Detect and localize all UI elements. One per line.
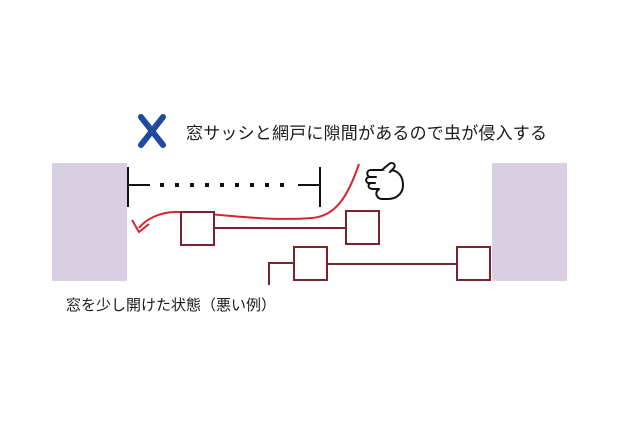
sash-left-frame	[180, 211, 215, 246]
cross-mark-icon	[138, 114, 166, 148]
window-sash	[180, 210, 380, 246]
sash-right-frame	[345, 210, 380, 245]
screen-door	[268, 246, 491, 285]
caption-text: 窓を少し開けた状態（悪い例）	[66, 296, 277, 314]
left-wall	[52, 163, 127, 281]
pointing-hand-icon	[365, 161, 404, 200]
screen-left-frame	[293, 246, 328, 281]
screen-right-frame	[456, 246, 491, 281]
gap-marker	[127, 167, 321, 207]
right-wall	[492, 163, 567, 281]
headline-text: 窓サッシと網戸に隙間があるので虫が侵入する	[186, 124, 548, 144]
curved-arrow-icon	[131, 163, 360, 234]
